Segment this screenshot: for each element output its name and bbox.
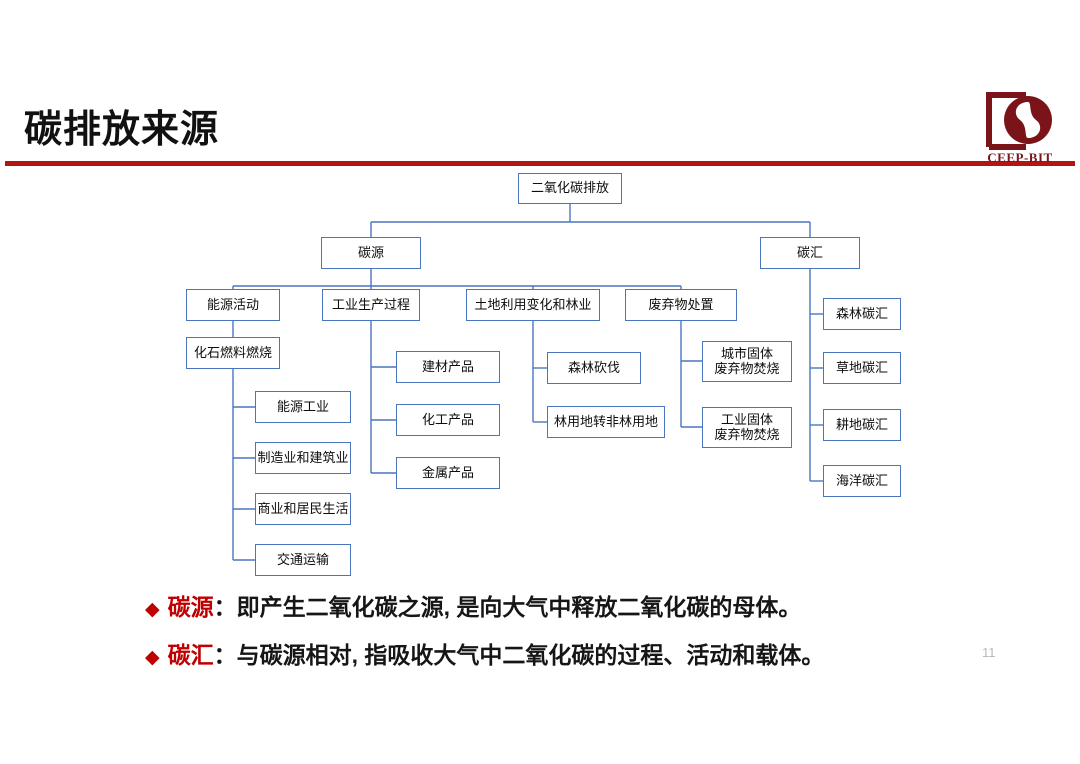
node-root-co2-emission[interactable]: 二氧化碳排放 xyxy=(518,173,622,204)
page-number: 11 xyxy=(982,645,996,660)
node-municipal-solid-waste-incineration[interactable]: 城市固体 废弃物焚烧 xyxy=(702,341,792,382)
bullet-term-carbon-source: 碳源 xyxy=(167,594,214,620)
page-title: 碳排放来源 xyxy=(24,109,220,151)
node-grassland-carbon-sink[interactable]: 草地碳汇 xyxy=(823,352,901,384)
diamond-bullet-icon: ◆ xyxy=(145,599,160,620)
node-ocean-carbon-sink[interactable]: 海洋碳汇 xyxy=(823,465,901,497)
node-industrial-solid-waste-incineration[interactable]: 工业固体 废弃物焚烧 xyxy=(702,407,792,448)
logo-text: CEEP-BIT xyxy=(987,150,1053,165)
bullet-term-carbon-sink: 碳汇 xyxy=(167,642,214,668)
logo-mark-icon xyxy=(986,92,1052,150)
node-energy-activity[interactable]: 能源活动 xyxy=(186,289,280,321)
definitions-list: ◆ 碳源 ：即产生二氧化碳之源, 是向大气中释放二氧化碳的母体。 ◆ 碳汇 ：与… xyxy=(145,588,1005,684)
node-industrial-process[interactable]: 工业生产过程 xyxy=(322,289,420,321)
node-manufacturing-construction[interactable]: 制造业和建筑业 xyxy=(255,442,351,474)
node-forest-carbon-sink[interactable]: 森林碳汇 xyxy=(823,298,901,330)
carbon-emission-tree-diagram: 二氧化碳排放 碳源 碳汇 能源活动 工业生产过程 土地利用变化和林业 废弃物处置… xyxy=(0,168,1080,576)
bullet-text-carbon-sink: ：与碳源相对, 指吸收大气中二氧化碳的过程、活动和载体。 xyxy=(213,642,825,668)
diagram-connectors xyxy=(232,204,823,561)
node-energy-industry[interactable]: 能源工业 xyxy=(255,391,351,423)
title-underline-rule xyxy=(5,161,1075,166)
ceep-bit-logo: CEEP-BIT xyxy=(978,92,1062,170)
node-fossil-fuel-combustion[interactable]: 化石燃料燃烧 xyxy=(186,337,280,369)
node-commercial-residential[interactable]: 商业和居民生活 xyxy=(255,493,351,525)
node-metal-products[interactable]: 金属产品 xyxy=(396,457,500,489)
bullet-text-carbon-source: ：即产生二氧化碳之源, 是向大气中释放二氧化碳的母体。 xyxy=(213,594,802,620)
node-cropland-carbon-sink[interactable]: 耕地碳汇 xyxy=(823,409,901,441)
node-transportation[interactable]: 交通运输 xyxy=(255,544,351,576)
bullet-carbon-sink: ◆ 碳汇 ：与碳源相对, 指吸收大气中二氧化碳的过程、活动和载体。 xyxy=(145,636,1005,670)
node-forest-to-nonforest[interactable]: 林用地转非林用地 xyxy=(547,406,665,438)
diamond-bullet-icon: ◆ xyxy=(145,647,160,668)
node-building-materials[interactable]: 建材产品 xyxy=(396,351,500,383)
bullet-carbon-source: ◆ 碳源 ：即产生二氧化碳之源, 是向大气中释放二氧化碳的母体。 xyxy=(145,588,1005,622)
node-waste-disposal[interactable]: 废弃物处置 xyxy=(625,289,737,321)
node-land-use-forestry[interactable]: 土地利用变化和林业 xyxy=(466,289,600,321)
node-carbon-source[interactable]: 碳源 xyxy=(321,237,421,269)
node-carbon-sink[interactable]: 碳汇 xyxy=(760,237,860,269)
node-deforestation[interactable]: 森林砍伐 xyxy=(547,352,641,384)
node-chemical-products[interactable]: 化工产品 xyxy=(396,404,500,436)
